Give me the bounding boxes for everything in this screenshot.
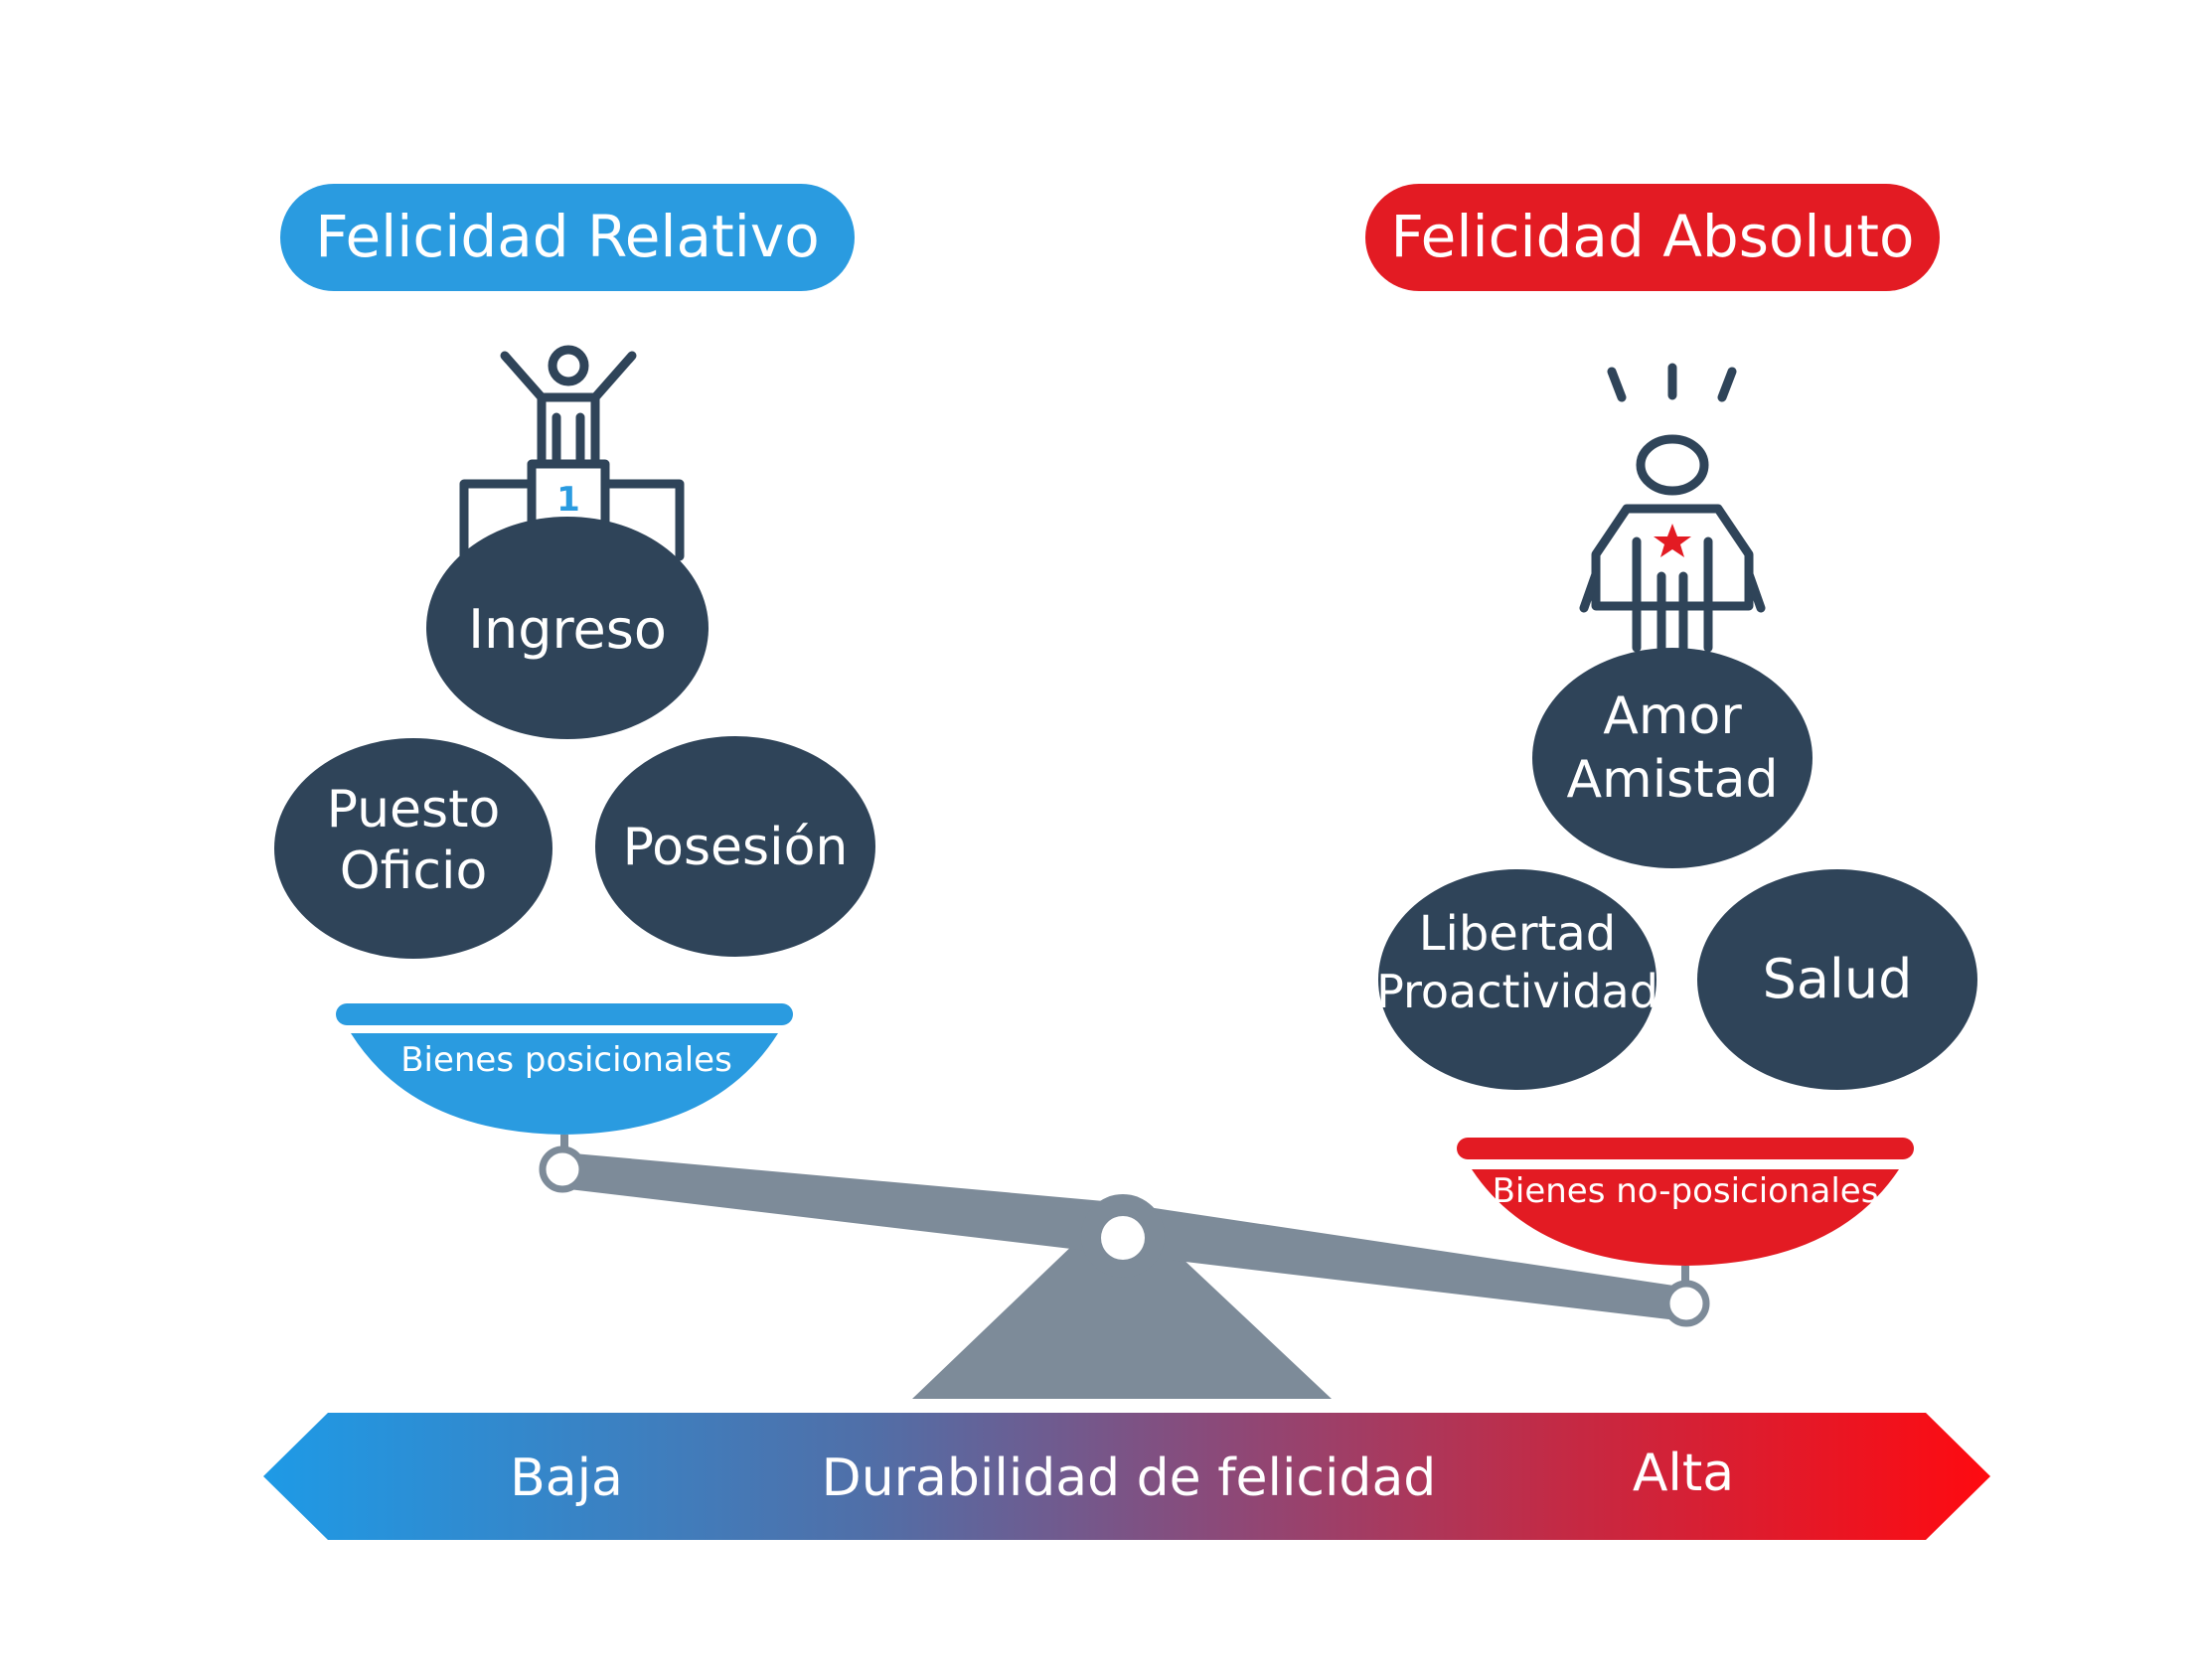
circle-ingreso: Ingreso xyxy=(426,517,709,739)
arrow-center-label: Durabilidad de felicidad xyxy=(822,1449,1437,1508)
circle-posesion: Posesión xyxy=(595,736,875,957)
scale xyxy=(539,1135,1710,1399)
circle-amistad-label: Amistad xyxy=(1566,750,1778,810)
arrow-high-label: Alta xyxy=(1633,1444,1734,1503)
circle-puesto-oficio: Puesto Oficio xyxy=(274,738,552,959)
circle-amor-amistad: Amor Amistad xyxy=(1532,648,1813,868)
circle-puesto-label: Puesto xyxy=(327,780,501,840)
circle-libertad-proactividad: Libertad Proactividad xyxy=(1376,869,1658,1090)
left-pan: Bienes posicionales xyxy=(336,1003,793,1135)
left-title: Felicidad Relativo xyxy=(315,203,819,270)
right-pan: Bienes no-posicionales xyxy=(1457,1138,1914,1266)
star-icon xyxy=(1654,524,1691,557)
right-title-pill: Felicidad Absoluto xyxy=(1365,184,1940,291)
right-title: Felicidad Absoluto xyxy=(1390,203,1914,270)
podium-number: 1 xyxy=(556,480,580,520)
left-goods-label: Bienes posicionales xyxy=(400,1040,732,1080)
scale-base xyxy=(912,1240,1332,1399)
circle-posesion-label: Posesión xyxy=(623,818,849,877)
circle-salud-label: Salud xyxy=(1763,948,1913,1010)
left-hinge xyxy=(539,1145,586,1193)
durability-arrow: Baja Durabilidad de felicidad Alta xyxy=(263,1413,1990,1540)
circle-proactividad-label: Proactividad xyxy=(1376,965,1658,1018)
arrow-low-label: Baja xyxy=(510,1449,623,1508)
circle-oficio-label: Oficio xyxy=(340,841,488,901)
circle-libertad-label: Libertad xyxy=(1419,906,1617,962)
hero-person-icon xyxy=(1579,363,1766,653)
right-hinge xyxy=(1662,1280,1710,1327)
right-goods-label: Bienes no-posicionales xyxy=(1493,1171,1879,1211)
circle-amor-label: Amor xyxy=(1603,687,1742,746)
left-title-pill: Felicidad Relativo xyxy=(280,184,855,291)
podium-winner-icon xyxy=(459,345,685,561)
circle-ingreso-label: Ingreso xyxy=(468,598,667,661)
circle-salud: Salud xyxy=(1697,869,1977,1090)
